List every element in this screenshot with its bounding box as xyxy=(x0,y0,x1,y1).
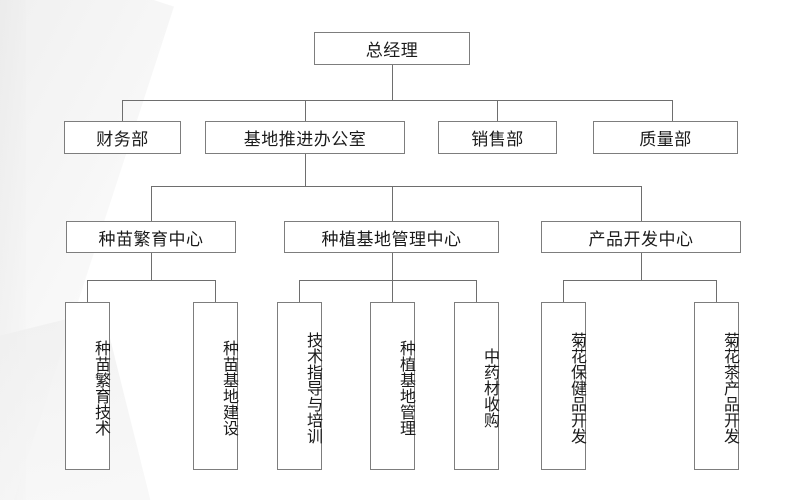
node-root[interactable]: 总经理 xyxy=(314,32,470,65)
connector-center1-drop-2 xyxy=(215,280,216,302)
connector-level2-drop-1 xyxy=(122,100,123,122)
connector-level2-bus xyxy=(122,100,673,101)
connector-level3-drop-3 xyxy=(641,186,642,221)
connector-center2-drop-2 xyxy=(392,280,393,302)
connector-center2-bus xyxy=(299,280,476,281)
connector-center2-drop-1 xyxy=(299,280,300,302)
connector-level2-drop-3 xyxy=(497,100,498,122)
connector-root-down xyxy=(392,64,393,100)
connector-center3-drop-1 xyxy=(563,280,564,302)
node-chrysanthemum-tea-product-development[interactable]: 菊花茶产品开发 xyxy=(694,302,740,470)
node-sales-dept[interactable]: 销售部 xyxy=(438,121,557,154)
connector-office-down xyxy=(305,153,306,186)
connector-center3-bus xyxy=(563,280,716,281)
connector-center1-down xyxy=(151,252,152,280)
connector-center2-drop-3 xyxy=(476,280,477,302)
connector-level3-drop-2 xyxy=(392,186,393,221)
node-planting-base-management[interactable]: 种植基地管理 xyxy=(370,302,416,470)
connector-center3-drop-2 xyxy=(716,280,717,302)
node-quality-dept[interactable]: 质量部 xyxy=(593,121,738,154)
watermark-edge xyxy=(0,0,26,500)
connector-level2-drop-4 xyxy=(672,100,673,122)
connector-center2-down xyxy=(392,252,393,280)
node-technical-guidance-training[interactable]: 技术指导与培训 xyxy=(277,302,323,470)
node-herb-procurement[interactable]: 中药材收购 xyxy=(454,302,500,470)
node-chrysanthemum-health-product-development[interactable]: 菊花保健品开发 xyxy=(541,302,587,470)
node-planting-base-management-center[interactable]: 种植基地管理中心 xyxy=(284,221,499,253)
connector-level3-bus xyxy=(151,186,641,187)
node-seedling-base-construction[interactable]: 种苗基地建设 xyxy=(193,302,239,470)
node-product-development-center[interactable]: 产品开发中心 xyxy=(541,221,741,253)
node-finance-dept[interactable]: 财务部 xyxy=(64,121,181,154)
connector-level2-drop-2 xyxy=(305,100,306,122)
connector-center1-drop-1 xyxy=(87,280,88,302)
connector-center1-bus xyxy=(87,280,215,281)
node-base-promotion-office[interactable]: 基地推进办公室 xyxy=(205,121,405,154)
connector-level3-drop-1 xyxy=(151,186,152,221)
node-seedling-breeding-center[interactable]: 种苗繁育中心 xyxy=(66,221,236,253)
node-seedling-breeding-technology[interactable]: 种苗繁育技术 xyxy=(65,302,111,470)
connector-center3-down xyxy=(641,252,642,280)
